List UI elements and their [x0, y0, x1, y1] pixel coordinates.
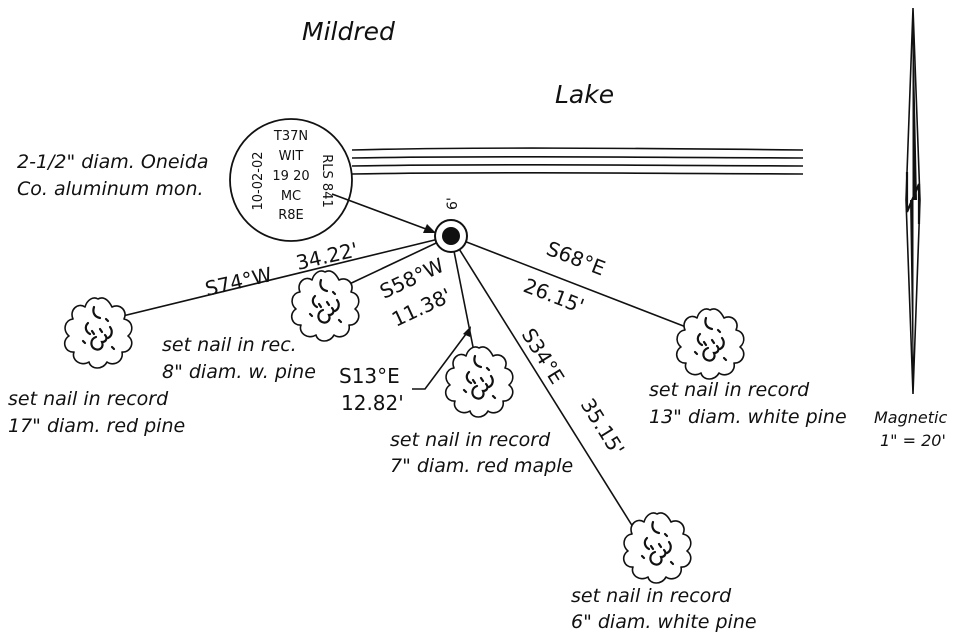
tie3-bearing: S13°E: [339, 364, 400, 388]
disk-line5: R8E: [278, 208, 304, 223]
tie4-bearing: S34°E: [517, 324, 570, 388]
tree-white-pine-13: [675, 307, 745, 381]
tie3-note-line1: set nail in record: [390, 429, 551, 451]
monument-label-line2: Co. aluminum mon.: [17, 178, 204, 200]
tie5-distance: 26.15': [520, 273, 587, 318]
tree-white-pine-6: [622, 511, 692, 585]
disk-date: 10-02-02: [251, 151, 266, 210]
disk-line2: WIT: [279, 149, 304, 164]
tie2-note-line2: 8" diam. w. pine: [162, 361, 316, 383]
disk-line1: T37N: [273, 129, 308, 144]
north-arrow-label: Magnetic: [874, 408, 947, 427]
tie-lines: [97, 235, 687, 528]
shoreline: [351, 147, 804, 175]
lake-name-word2: Lake: [555, 80, 614, 109]
disk-line4: MC: [281, 189, 301, 204]
tie1-bearing: S74°W: [203, 262, 275, 301]
tie4-distance: 35.15': [576, 394, 630, 460]
tie1-note-line2: 17" diam. red pine: [8, 415, 185, 437]
monument-offset: 6': [445, 197, 461, 210]
monument-disk: 10-02-02 T37N WIT 19 20 MC R8E RLS 841: [229, 118, 353, 242]
tie4-note-line2: 6" diam. white pine: [571, 611, 757, 632]
tie3-leader: [412, 326, 471, 390]
tie5-bearing: S68°E: [543, 236, 608, 280]
tie2-note-line1: set nail in rec.: [162, 334, 297, 356]
tie3-distance: 12.82': [341, 391, 404, 415]
tree-white-pine-8: [290, 269, 360, 343]
disk-rls: RLS 841: [319, 154, 334, 207]
tie1-note-line1: set nail in record: [8, 388, 169, 410]
tie3-note-line2: 7" diam. red maple: [390, 455, 573, 477]
disk-line3: 19 20: [272, 169, 309, 184]
lake-name-word1: Mildred: [302, 17, 395, 46]
tie1-distance: 34.22': [294, 237, 361, 275]
tree-red-maple-7: [444, 345, 514, 419]
tree-red-pine-17: [63, 296, 133, 370]
monument-symbol: [434, 219, 468, 253]
tie4-note-line1: set nail in record: [571, 585, 732, 607]
tie5-note-line1: set nail in record: [649, 379, 810, 401]
tie5-note-line2: 13" diam. white pine: [649, 406, 847, 428]
monument-label-line1: 2-1/2" diam. Oneida: [17, 151, 209, 173]
north-arrow-icon: [905, 7, 921, 395]
scale-label: 1" = 20': [880, 431, 946, 450]
